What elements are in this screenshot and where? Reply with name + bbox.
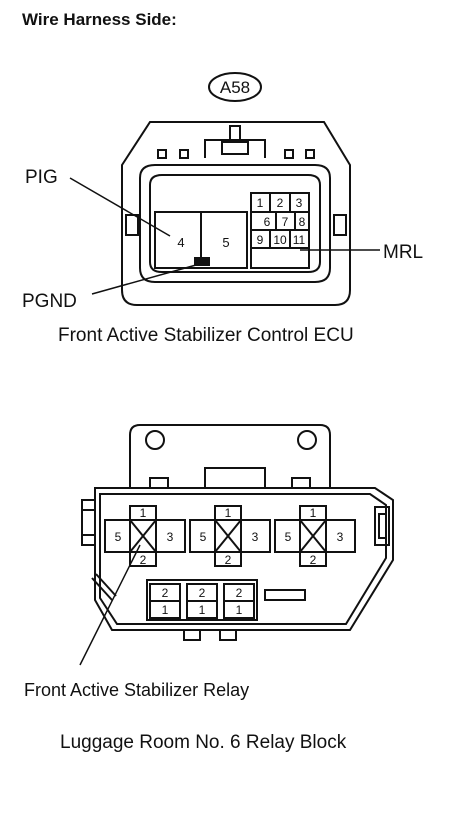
connector-code-badge	[208, 72, 262, 102]
terminal-6: 6	[264, 215, 271, 229]
terminal-11: 11	[293, 233, 306, 247]
terminal-7: 7	[282, 215, 289, 229]
small-socket-1-bottom: 1	[162, 603, 169, 617]
small-socket-2-top: 2	[199, 586, 206, 600]
pig-leader-line	[69, 177, 171, 237]
small-socket-3-top: 2	[236, 586, 243, 600]
relay-1-pin-1: 1	[140, 506, 147, 520]
relay-3-pin-3: 3	[337, 530, 344, 544]
small-socket-2-bottom: 1	[199, 603, 206, 617]
ecu-connector	[69, 72, 380, 306]
relay-callout-label: Front Active Stabilizer Relay	[24, 680, 250, 700]
relay-block-caption: Luggage Room No. 6 Relay Block	[60, 732, 347, 753]
relay-3-pin-2: 2	[310, 553, 317, 567]
relay-socket-3	[274, 505, 356, 567]
terminal-10: 10	[273, 233, 287, 247]
small-socket-3-bottom: 1	[236, 603, 243, 617]
terminal-5: 5	[222, 235, 229, 250]
terminal-4: 4	[177, 235, 184, 250]
relay-2-pin-3: 3	[252, 530, 259, 544]
ecu-caption: Front Active Stabilizer Control ECU	[58, 325, 354, 346]
terminal-3: 3	[296, 196, 303, 210]
connector-code: A58	[220, 78, 250, 97]
terminal-9: 9	[257, 233, 264, 247]
relay-1-pin-3: 3	[167, 530, 174, 544]
page-heading: Wire Harness Side:	[22, 10, 177, 29]
relay-2-pin-1: 1	[225, 506, 232, 520]
small-socket-1-top: 2	[162, 586, 169, 600]
relay-1-pin-5: 5	[115, 530, 122, 544]
relay-3-pin-5: 5	[285, 530, 292, 544]
relay-2-pin-5: 5	[200, 530, 207, 544]
relay-1-pin-2: 2	[140, 553, 147, 567]
mrl-callout-label: MRL	[383, 242, 424, 263]
pgnd-leader-line	[91, 264, 197, 295]
relay-2-pin-2: 2	[225, 553, 232, 567]
terminal-8: 8	[299, 215, 306, 229]
relay-block	[79, 424, 394, 666]
relay-socket-2	[189, 505, 271, 567]
terminal-1: 1	[257, 196, 264, 210]
relay-leader-line	[79, 544, 141, 666]
pig-callout-label: PIG	[25, 167, 58, 188]
relay-socket-1	[104, 505, 186, 567]
pgnd-callout-label: PGND	[22, 291, 77, 312]
terminal-2: 2	[277, 196, 284, 210]
relay-3-pin-1: 1	[310, 506, 317, 520]
